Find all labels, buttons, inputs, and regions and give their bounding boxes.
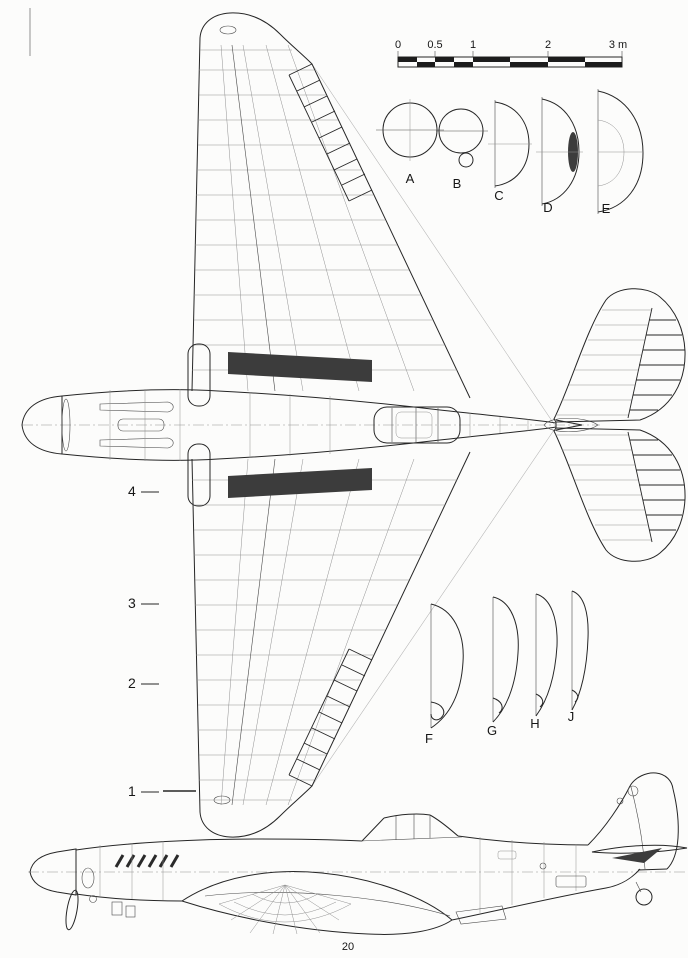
wing-section-label-f: F — [425, 731, 433, 746]
elevator-marking — [612, 848, 662, 863]
wing-section-label-g: G — [487, 723, 497, 738]
radiator-bath — [455, 905, 507, 925]
lower-aileron-ribs — [288, 648, 373, 787]
scale-bar-segments — [398, 57, 622, 67]
lower-tip-light — [213, 795, 231, 805]
side-canopy — [359, 813, 463, 842]
section-h: H — [530, 593, 558, 731]
side-nose-details — [75, 841, 180, 918]
lower-flap-band — [228, 468, 372, 498]
section-f: F — [425, 603, 464, 746]
side-wing-root — [181, 871, 453, 935]
callout-3: 3 — [128, 595, 136, 611]
side-top-profile — [75, 838, 363, 851]
stab-upper-outline — [553, 288, 686, 423]
section-a: A — [376, 99, 444, 186]
fuselage-cross-sections: A B C D E — [376, 89, 644, 216]
rudder-trailing-edge — [666, 788, 679, 870]
stab-rib-lines — [555, 309, 651, 541]
side-tail — [587, 772, 688, 906]
exhaust-stubs — [114, 854, 180, 868]
tailplane — [553, 288, 686, 562]
scale-label-3m: 3 m — [609, 39, 627, 51]
construction-lines — [311, 63, 555, 787]
scale-bar-ticks — [397, 51, 623, 57]
prop-blade-lower — [65, 889, 79, 931]
wingroot-fairing-lower — [187, 443, 211, 507]
upper-flap-band — [228, 352, 372, 382]
section-e: E — [597, 89, 644, 216]
wingroot-fairing-upper — [187, 343, 211, 407]
lower-wing — [163, 451, 471, 838]
section-label-d: D — [543, 200, 552, 215]
section-b: B — [436, 108, 488, 191]
scale-label-0: 0 — [395, 39, 401, 51]
elevator-ribs — [627, 307, 685, 543]
fin-leading-edge — [587, 785, 631, 846]
section-g: G — [487, 596, 519, 738]
scale-bar: 0 0.5 1 2 3 m — [395, 39, 627, 68]
fuselage-frame-lines — [109, 389, 529, 461]
gun-trough-right — [99, 437, 174, 449]
exhaust-panel — [81, 867, 95, 889]
stab-lower-outline — [553, 427, 686, 562]
scale-label-05: 0.5 — [427, 39, 442, 51]
section-label-a: A — [406, 171, 415, 186]
tailwheel — [635, 888, 653, 906]
upper-wing-rib-lines — [192, 49, 457, 371]
section-label-c: C — [494, 188, 503, 203]
spinner-backplate — [61, 398, 71, 452]
stab-side — [591, 844, 688, 854]
callout-4: 4 — [128, 483, 136, 499]
callout-2: 2 — [128, 675, 136, 691]
side-fuselage-details — [455, 837, 587, 925]
callout-numbers: 4 3 2 1 — [128, 483, 159, 799]
page-number: 20 — [342, 941, 354, 953]
side-rear-bottom — [451, 868, 641, 921]
fin-plan — [543, 417, 599, 433]
scale-label-2: 2 — [545, 39, 551, 51]
section-label-e: E — [602, 201, 611, 216]
section-c: C — [488, 100, 532, 203]
plan-view — [21, 12, 686, 838]
carb-intake — [117, 418, 165, 432]
lower-wing-spar-lines — [220, 458, 415, 806]
upper-wing-spar-lines — [220, 44, 415, 392]
upper-tip-light — [219, 25, 237, 35]
wing-section-label-j: J — [568, 709, 575, 724]
canopy-plan — [373, 406, 461, 444]
plan-fuselage — [21, 343, 600, 507]
gun-trough-left — [99, 401, 174, 413]
upper-wing — [191, 12, 471, 399]
side-nose-bottom — [75, 893, 183, 902]
side-view — [28, 772, 688, 935]
side-rear-spine — [457, 835, 589, 846]
wing-section-label-h: H — [530, 716, 539, 731]
scale-label-1: 1 — [470, 39, 476, 51]
section-d: D — [536, 97, 583, 215]
section-j: J — [568, 590, 589, 724]
upper-aileron-ribs — [288, 63, 373, 202]
fuselage-outline — [61, 389, 557, 461]
wing-rib-fan — [218, 884, 352, 935]
section-label-b: B — [453, 176, 462, 191]
callout-1: 1 — [128, 783, 136, 799]
lower-wing-rib-lines — [192, 479, 457, 801]
fin-top — [629, 772, 674, 790]
wing-rib-sections: F G H J — [425, 590, 589, 746]
